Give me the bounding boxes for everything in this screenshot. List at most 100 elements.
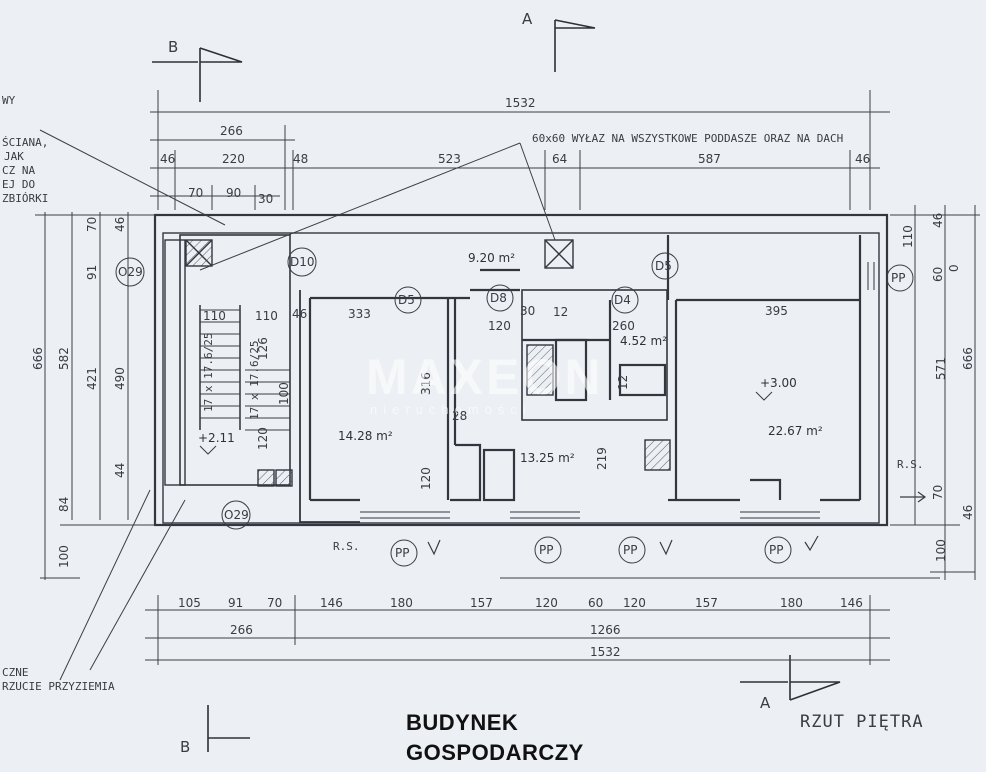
- level-mark-right: +3.00: [760, 376, 797, 390]
- svg-text:120: 120: [623, 596, 646, 610]
- svg-text:126: 126: [256, 337, 270, 360]
- dim-top-70: 70: [188, 186, 203, 200]
- svg-text:12: 12: [616, 375, 630, 390]
- bottom-dimension-values: 105 91 70 146 180 157 120 60 120 157 180…: [178, 596, 863, 659]
- svg-text:O29: O29: [118, 265, 143, 279]
- svg-text:CZ NA: CZ NA: [2, 164, 35, 177]
- dim-top-587: 587: [698, 152, 721, 166]
- svg-text:146: 146: [840, 596, 863, 610]
- chimney-shafts: [185, 239, 671, 487]
- svg-text:110: 110: [901, 225, 915, 248]
- rs-label-right: R.S.: [897, 458, 924, 471]
- svg-text:120: 120: [535, 596, 558, 610]
- svg-text:0: 0: [947, 264, 961, 272]
- door-tag-labels: D10 D5 D8 D4 D5 O29 O29: [118, 255, 672, 522]
- svg-text:70: 70: [931, 485, 945, 500]
- svg-text:ŚCIANA,: ŚCIANA,: [2, 136, 48, 149]
- svg-text:666: 666: [961, 347, 975, 370]
- svg-text:70: 70: [267, 596, 282, 610]
- dim-top-64: 64: [552, 152, 567, 166]
- svg-text:1532: 1532: [590, 645, 621, 659]
- section-mark-a-top: A: [522, 10, 533, 28]
- svg-text:PP: PP: [623, 543, 637, 557]
- dim-top-266: 266: [220, 124, 243, 138]
- svg-text:46: 46: [961, 505, 975, 520]
- dim-top-220: 220: [222, 152, 245, 166]
- note-leader-lines: [39, 129, 556, 681]
- drawing-title-line1: BUDYNEK: [406, 710, 519, 735]
- window-tags: [390, 264, 914, 567]
- svg-text:ZBIÓRKI: ZBIÓRKI: [2, 192, 48, 205]
- svg-text:100: 100: [277, 382, 291, 405]
- level-mark-stair: +2.11: [198, 431, 235, 445]
- inner-dimensions: 333 395 316 120 110 46 120 30 12 260 219…: [203, 304, 788, 490]
- svg-text:180: 180: [780, 596, 803, 610]
- svg-text:180: 180: [390, 596, 413, 610]
- dim-top-46a: 46: [160, 152, 175, 166]
- svg-text:110: 110: [203, 309, 226, 323]
- svg-text:D5: D5: [398, 293, 415, 307]
- room-area-5: 22.67 m²: [768, 424, 823, 438]
- section-mark-a-bottom: A: [760, 694, 771, 712]
- roof-hatch-note: 60x60 WYŁAZ NA WSZYSTKOWE PODDASZE ORAZ …: [532, 132, 843, 145]
- svg-text:1266: 1266: [590, 623, 621, 637]
- svg-text:84: 84: [57, 497, 71, 512]
- left-dimension-values: 666 582 421 490 91 70 46 44 84 100: [31, 217, 127, 568]
- svg-text:O29: O29: [224, 508, 249, 522]
- svg-text:395: 395: [765, 304, 788, 318]
- section-mark-b-top: B: [168, 38, 178, 56]
- svg-text:60: 60: [931, 267, 945, 282]
- svg-text:46: 46: [113, 217, 127, 232]
- svg-text:110: 110: [255, 309, 278, 323]
- svg-text:CZNE: CZNE: [2, 666, 29, 679]
- bottom-dimension-lines: [145, 577, 940, 665]
- watermark-logo: MAXEON: [366, 349, 604, 405]
- svg-text:333: 333: [348, 307, 371, 321]
- svg-text:D10: D10: [290, 255, 315, 269]
- dim-top-30: 30: [258, 192, 273, 206]
- svg-text:157: 157: [695, 596, 718, 610]
- door-tags: [115, 247, 679, 530]
- stair-label-2: 17 x 17.6/25: [248, 341, 261, 420]
- svg-text:30: 30: [520, 304, 535, 318]
- room-area-3: 13.25 m²: [520, 451, 575, 465]
- window-tag-labels: PP PP PP PP PP: [395, 271, 905, 560]
- svg-text:571: 571: [934, 357, 948, 380]
- room-area-2: 9.20 m²: [468, 251, 515, 265]
- svg-text:219: 219: [595, 447, 609, 470]
- svg-text:91: 91: [228, 596, 243, 610]
- svg-text:12: 12: [553, 305, 568, 319]
- top-dimension-lines: [150, 90, 890, 210]
- right-dimension-values: 46 110 60 0 571 666 70 46 100: [901, 213, 975, 562]
- svg-text:44: 44: [113, 463, 127, 478]
- room-areas: 14.28 m² 9.20 m² 13.25 m² 4.52 m² 22.67 …: [338, 251, 823, 465]
- svg-text:60: 60: [588, 596, 603, 610]
- svg-text:WY: WY: [2, 94, 16, 107]
- svg-text:JAK: JAK: [4, 150, 24, 163]
- svg-text:260: 260: [612, 319, 635, 333]
- svg-text:100: 100: [57, 545, 71, 568]
- dim-top-48: 48: [293, 152, 308, 166]
- section-marks: [152, 19, 841, 752]
- staircase: [199, 305, 290, 431]
- dim-top-90: 90: [226, 186, 241, 200]
- svg-text:PP: PP: [891, 271, 905, 285]
- building-walls: [153, 213, 889, 527]
- svg-text:146: 146: [320, 596, 343, 610]
- svg-text:70: 70: [85, 217, 99, 232]
- drawing-title: BUDYNEK GOSPODARCZY: [406, 708, 584, 768]
- dim-top-523: 523: [438, 152, 461, 166]
- svg-text:D4: D4: [614, 293, 631, 307]
- svg-text:EJ DO: EJ DO: [2, 178, 35, 191]
- left-margin-notes: WY ŚCIANA, JAK CZ NA EJ DO ZBIÓRKI CZNE …: [2, 94, 115, 693]
- drawing-title-line2: GOSPODARCZY: [406, 740, 584, 765]
- svg-text:100: 100: [934, 539, 948, 562]
- section-mark-b-bottom: B: [180, 738, 190, 756]
- svg-text:PP: PP: [395, 546, 409, 560]
- svg-text:120: 120: [488, 319, 511, 333]
- dim-top-46b: 46: [855, 152, 870, 166]
- right-dimension-lines: [890, 205, 980, 580]
- plan-label: RZUT PIĘTRA: [800, 712, 924, 732]
